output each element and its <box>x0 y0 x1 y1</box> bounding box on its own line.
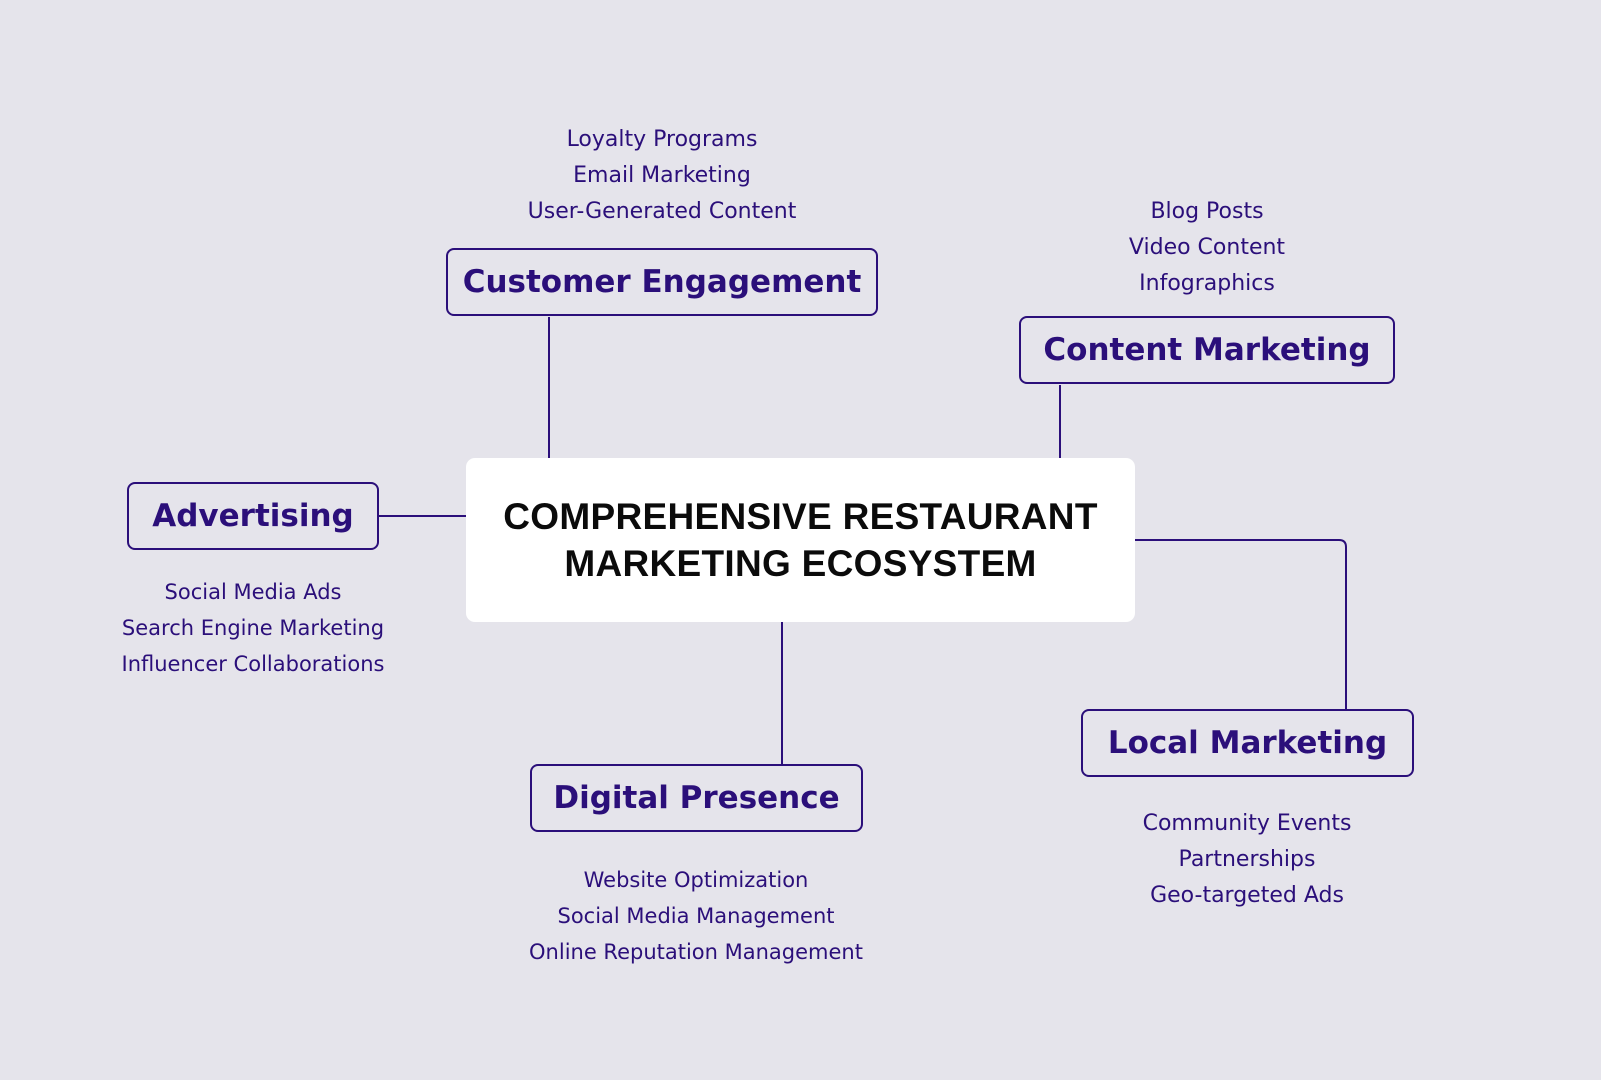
list-item: Influencer Collaborations <box>121 652 385 676</box>
list-item: User-Generated Content <box>527 199 797 224</box>
connector-local-marketing <box>1135 539 1347 709</box>
customer-engagement-items: Loyalty Programs Email Marketing User-Ge… <box>442 122 882 230</box>
central-topic: COMPREHENSIVE RESTAURANT MARKETING ECOSY… <box>466 458 1135 622</box>
node-digital-presence: Digital Presence <box>530 764 863 832</box>
list-item: Blog Posts <box>1150 199 1264 224</box>
node-customer-engagement: Customer Engagement <box>446 248 878 316</box>
list-item: Infographics <box>1139 271 1275 296</box>
list-item: Loyalty Programs <box>566 127 758 152</box>
list-item: Online Reputation Management <box>529 940 863 964</box>
node-local-marketing: Local Marketing <box>1081 709 1414 777</box>
list-item: Video Content <box>1128 235 1286 260</box>
list-item: Email Marketing <box>573 163 751 188</box>
list-item: Website Optimization <box>583 868 809 892</box>
list-item: Geo-targeted Ads <box>1150 883 1344 908</box>
node-label: Advertising <box>152 498 354 534</box>
list-item: Partnerships <box>1178 847 1316 872</box>
central-topic-line-1: COMPREHENSIVE RESTAURANT <box>503 496 1098 537</box>
node-label: Digital Presence <box>553 780 840 816</box>
node-advertising: Advertising <box>127 482 379 550</box>
content-marketing-items: Blog Posts Video Content Infographics <box>987 194 1427 302</box>
list-item: Search Engine Marketing <box>121 616 385 640</box>
node-label: Content Marketing <box>1043 332 1371 368</box>
list-item: Community Events <box>1142 811 1352 836</box>
digital-presence-items: Website Optimization Social Media Manage… <box>476 862 916 970</box>
node-label: Customer Engagement <box>462 264 862 300</box>
advertising-items: Social Media Ads Search Engine Marketing… <box>33 574 473 682</box>
list-item: Social Media Management <box>557 904 835 928</box>
node-content-marketing: Content Marketing <box>1019 316 1395 384</box>
list-item: Social Media Ads <box>164 580 342 604</box>
node-label: Local Marketing <box>1107 725 1388 761</box>
central-topic-line-2: MARKETING ECOSYSTEM <box>564 543 1037 584</box>
local-marketing-items: Community Events Partnerships Geo-target… <box>1027 806 1467 914</box>
